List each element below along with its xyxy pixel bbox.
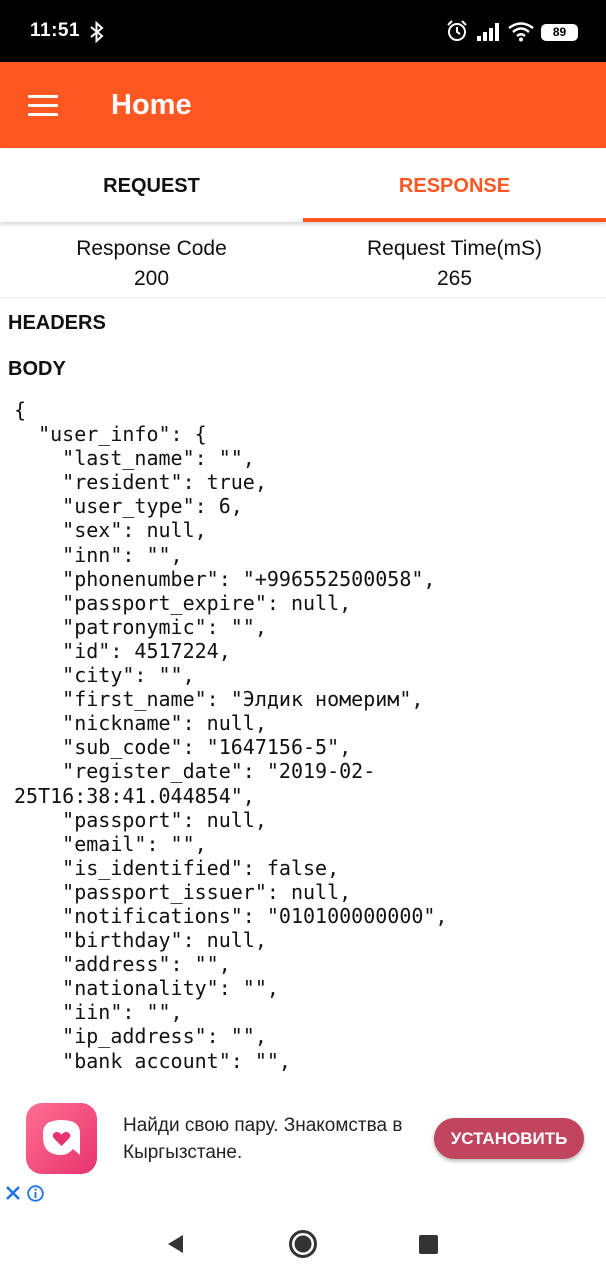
- response-code: Response Code 200: [0, 234, 303, 294]
- install-button[interactable]: УСТАНОВИТЬ: [434, 1118, 584, 1159]
- tab-indicator: [303, 218, 606, 222]
- body-line: "phonenumber": "+996552500058",: [14, 566, 436, 591]
- app-bar: Home: [0, 62, 606, 148]
- body-line: "city": "",: [14, 663, 195, 688]
- body-line: "email": "",: [14, 831, 207, 856]
- body-line: "last_name": "",: [14, 446, 255, 471]
- body-line: "passport": null,: [14, 807, 267, 832]
- body-line: "bank_account": "",: [14, 1048, 291, 1072]
- status-bar: 11:51 89: [0, 0, 606, 62]
- ad-text: Найди свою пару. Знакомства в Кыргызстан…: [123, 1115, 403, 1163]
- home-icon[interactable]: [288, 1229, 318, 1259]
- tab-request[interactable]: REQUEST: [103, 175, 200, 197]
- back-icon[interactable]: [164, 1232, 186, 1256]
- ad-app-icon[interactable]: [26, 1103, 97, 1174]
- body-section-label: BODY: [8, 358, 66, 380]
- response-code-value: 200: [133, 267, 170, 290]
- body-line: {: [14, 398, 27, 422]
- body-line: "passport_expire": null,: [14, 590, 352, 615]
- body-line: "id": 4517224,: [14, 638, 231, 663]
- body-line: "is_identified": false,: [14, 855, 340, 880]
- headers-section-label[interactable]: HEADERS: [8, 312, 106, 334]
- request-time-value: 265: [436, 267, 473, 290]
- ad-banner[interactable]: Найди свою пару. Знакомства в Кыргызстан…: [0, 1084, 606, 1208]
- body-line: "birthday": null,: [14, 928, 267, 953]
- body-line: "nickname": null,: [14, 711, 267, 736]
- body-line: "nationality": "",: [14, 976, 279, 1001]
- body-line: "iin": "",: [14, 1000, 183, 1025]
- body-line: "sub_code": "1647156-5",: [14, 735, 352, 760]
- response-code-label: Response Code: [76, 237, 227, 260]
- page-title: Home: [111, 89, 192, 121]
- body-line: "sex": null,: [14, 518, 207, 543]
- body-line: "passport_issuer": null,: [14, 879, 352, 904]
- bluetooth-icon: [90, 21, 104, 43]
- response-body: { "user_info": { "last_name": "", "resid…: [14, 398, 594, 1072]
- body-line: "user_info": {: [14, 422, 207, 447]
- request-time: Request Time(mS) 265: [303, 234, 606, 294]
- menu-icon[interactable]: [28, 95, 58, 117]
- body-line: "first_name": "Элдик номерим",: [14, 687, 424, 712]
- recents-icon[interactable]: [419, 1235, 438, 1254]
- body-line: "address": "",: [14, 952, 231, 977]
- response-metrics: Response Code 200 Request Time(mS) 265: [0, 226, 606, 298]
- tab-response[interactable]: RESPONSE: [398, 175, 511, 197]
- tab-bar: REQUEST RESPONSE: [0, 148, 606, 222]
- battery-indicator: 89: [541, 24, 578, 41]
- close-icon[interactable]: [5, 1184, 21, 1202]
- body-line: "resident": true,: [14, 470, 267, 495]
- body-line: "patronymic": "",: [14, 614, 267, 639]
- body-line: 25T16:38:41.044854",: [14, 783, 255, 808]
- status-time: 11:51: [30, 20, 81, 41]
- info-icon[interactable]: [27, 1185, 44, 1202]
- body-line: "user_type": 6,: [14, 494, 243, 519]
- body-line: "register_date": "2019-02-: [14, 759, 376, 784]
- request-time-label: Request Time(mS): [366, 237, 543, 260]
- navigation-bar: [0, 1208, 606, 1280]
- body-line: "inn": "",: [14, 542, 183, 567]
- signal-icon: [477, 23, 499, 41]
- body-line: "notifications": "010100000000",: [14, 903, 448, 928]
- wifi-icon: [508, 22, 534, 42]
- body-line: "ip_address": "",: [14, 1024, 267, 1049]
- alarm-icon: [447, 20, 467, 41]
